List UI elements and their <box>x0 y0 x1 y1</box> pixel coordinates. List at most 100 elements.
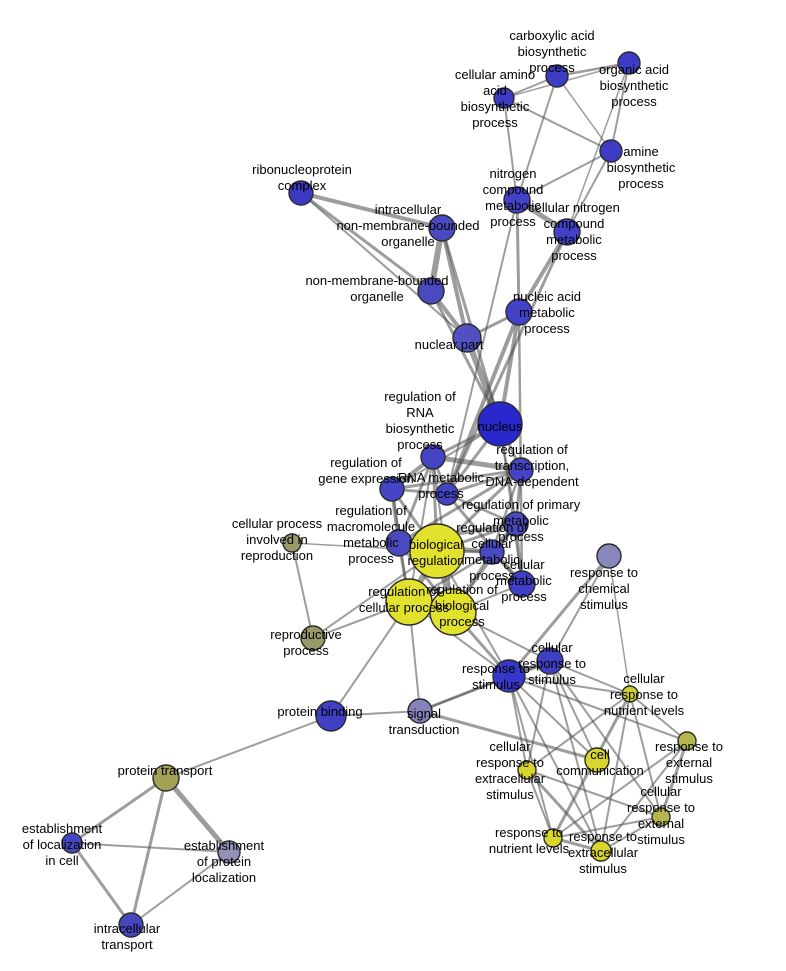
edge-amine-cellnitro <box>566 150 612 233</box>
node-label-amine: process <box>618 176 664 191</box>
node-label-rnp: ribonucleoprotein <box>252 162 352 177</box>
node-label-regrna: biosynthetic <box>386 421 455 436</box>
node-label-amino: process <box>472 115 518 130</box>
node-respextra[interactable]: response to extracellular stimulus <box>590 840 612 862</box>
edge-organic-amine <box>610 62 630 152</box>
node-label-amine: biosynthetic <box>607 160 676 175</box>
edge-respstim-respextra <box>508 675 602 852</box>
node-nucleus[interactable]: nucleus <box>477 401 523 447</box>
edge-carbox-amine <box>556 75 612 152</box>
node-regrna[interactable]: regulation of RNA biosynthetic process <box>420 444 446 470</box>
node-cellrespstim[interactable]: cellular response to stimulus <box>536 647 564 675</box>
edge-cellrespstim-cellcomm <box>549 660 598 761</box>
node-layer: carboxylic acid biosynthetic process orga… <box>61 51 697 938</box>
edge-rnp-nucpart <box>300 192 468 339</box>
node-respstim[interactable]: response to stimulus <box>492 659 526 693</box>
edge-cellrespextra-respextra <box>525 768 603 853</box>
node-intratrans[interactable]: intracellular transport <box>118 912 144 938</box>
edge-reggene-regtrans <box>390 468 523 491</box>
node-cellrespextra[interactable]: cellular response to extracellular stimu… <box>517 760 537 780</box>
edge-respstim-respnutr <box>508 675 554 839</box>
node-label-nucacid: process <box>524 321 570 336</box>
node-bioreg[interactable]: biological regulation <box>409 523 465 579</box>
edge-cellrepro-repro <box>291 542 314 639</box>
node-label-cellrepro: reproduction <box>241 548 313 563</box>
node-amine[interactable]: amine biosynthetic process <box>599 139 623 163</box>
node-label-estloc: in cell <box>45 853 78 868</box>
node-label-amino: cellular amino <box>455 67 535 82</box>
node-cellmet[interactable]: cellular metabolic process <box>508 570 536 598</box>
node-organic[interactable]: organic acid biosynthetic process <box>617 51 641 75</box>
node-cellnitro[interactable]: cellular nitrogen compound metabolic pro… <box>553 218 581 246</box>
edge-cellrespnutr-cellrespextra <box>526 693 631 771</box>
node-cellrepro[interactable]: cellular process involved in reproductio… <box>282 533 302 553</box>
node-label-amine: amine <box>623 144 658 159</box>
edge-regtrans-regcellmet <box>490 468 523 554</box>
node-regbioproc[interactable]: regulation of biological process <box>429 588 477 636</box>
node-label-cellrespextra: stimulus <box>486 787 534 802</box>
node-reggene[interactable]: regulation of gene expression <box>379 476 405 502</box>
edge-cellrespnutr-respext <box>629 693 688 742</box>
node-carbox[interactable]: carboxylic acid biosynthetic process <box>545 64 569 88</box>
edge-nucacid-cellmet <box>517 310 524 586</box>
edge-regrna-regtrans <box>430 454 524 473</box>
edge-prottrans-estprotloc <box>163 775 232 855</box>
node-cellrespexter[interactable]: cellular response to external stimulus <box>651 807 671 827</box>
edge-cellrespstim-cellrespextra <box>526 660 551 771</box>
edge-cellrespstim-cellrespnutr <box>549 660 631 695</box>
node-label-cellrespnutr: cellular <box>623 671 665 686</box>
edge-respstim-respext <box>508 675 688 742</box>
node-amino[interactable]: cellular amino acid biosynthetic process <box>493 87 515 109</box>
node-nitrogen[interactable]: nitrogen compound metabolic process <box>503 186 531 214</box>
edge-sigtrans-cellcomm <box>418 709 599 762</box>
node-prottrans[interactable]: protein transport <box>152 764 180 792</box>
edge-cellnitro-nucacid <box>517 230 569 314</box>
node-regtrans[interactable]: regulation of transcription, DNA-depende… <box>508 457 534 483</box>
node-regprim[interactable]: regulation of primary metabolic process <box>503 511 529 537</box>
node-label-carbox: carboxylic acid <box>509 28 594 43</box>
edge-rnp-intranmbo <box>299 191 444 230</box>
node-nucacid[interactable]: nucleic acid metabolic process <box>505 298 533 326</box>
edge-respext-respextra <box>600 740 688 852</box>
node-sigtrans[interactable]: signal transduction <box>407 698 433 724</box>
node-respchem[interactable]: response to chemical stimulus <box>596 543 622 569</box>
node-regcellproc[interactable]: regulation of cellular process <box>385 578 433 626</box>
edge-regrna-regmacro <box>397 455 435 545</box>
node-estprotloc[interactable]: establishment of protein localization <box>217 840 241 864</box>
node-intranmbo[interactable]: intracellular non-membrane-bounded organ… <box>428 214 456 242</box>
edge-cellrespnutr-respextra <box>600 693 631 852</box>
node-rnamet[interactable]: RNA metabolic process <box>435 482 459 506</box>
node-repro[interactable]: reproductive process <box>300 625 326 651</box>
edge-respchem-cellrespnutr <box>608 555 631 695</box>
node-estloc[interactable]: establishment of localization in cell <box>61 832 83 854</box>
node-respnutr[interactable]: response to nutrient levels <box>543 828 563 848</box>
node-respext[interactable]: response to external stimulus <box>677 731 697 751</box>
node-label-nmbo: organelle <box>350 289 404 304</box>
edge-organic-cellnitro <box>566 62 630 233</box>
edge-respchem-cellrespstim <box>549 555 610 662</box>
edge-cellrespexter-respextra <box>600 816 662 852</box>
edge-prottrans-estloc <box>70 776 168 845</box>
node-regmacro[interactable]: regulation of macromolecule metabolic pr… <box>385 529 413 557</box>
node-regcellmet[interactable]: regulation of cellular metabolic process <box>479 539 505 565</box>
edge-carbox-organic <box>555 61 631 78</box>
edge-rnamet-regtrans <box>445 468 523 496</box>
edge-carbox-nitrogen <box>516 75 558 201</box>
node-label-sigtrans: transduction <box>389 722 460 737</box>
node-rnp[interactable]: ribonucleoprotein complex <box>288 180 314 206</box>
node-label-organic: process <box>611 94 657 109</box>
node-label-respextra: stimulus <box>579 861 627 876</box>
node-cellcomm[interactable]: cell communication <box>584 747 610 773</box>
node-cellrespnutr[interactable]: cellular response to nutrient levels <box>621 685 639 703</box>
node-label-respchem: stimulus <box>580 597 628 612</box>
node-label-regmacro: process <box>348 551 394 566</box>
edge-nitrogen-nucacid <box>515 198 521 314</box>
node-nmbo[interactable]: non-membrane-bounded organelle <box>417 277 445 305</box>
node-label-intratrans: transport <box>101 937 153 952</box>
node-protbind[interactable]: protein binding <box>315 700 347 732</box>
edge-amino-amine <box>503 97 612 152</box>
edge-rnp-nmbo <box>299 191 433 293</box>
node-nucpart[interactable]: nuclear part <box>452 323 482 353</box>
